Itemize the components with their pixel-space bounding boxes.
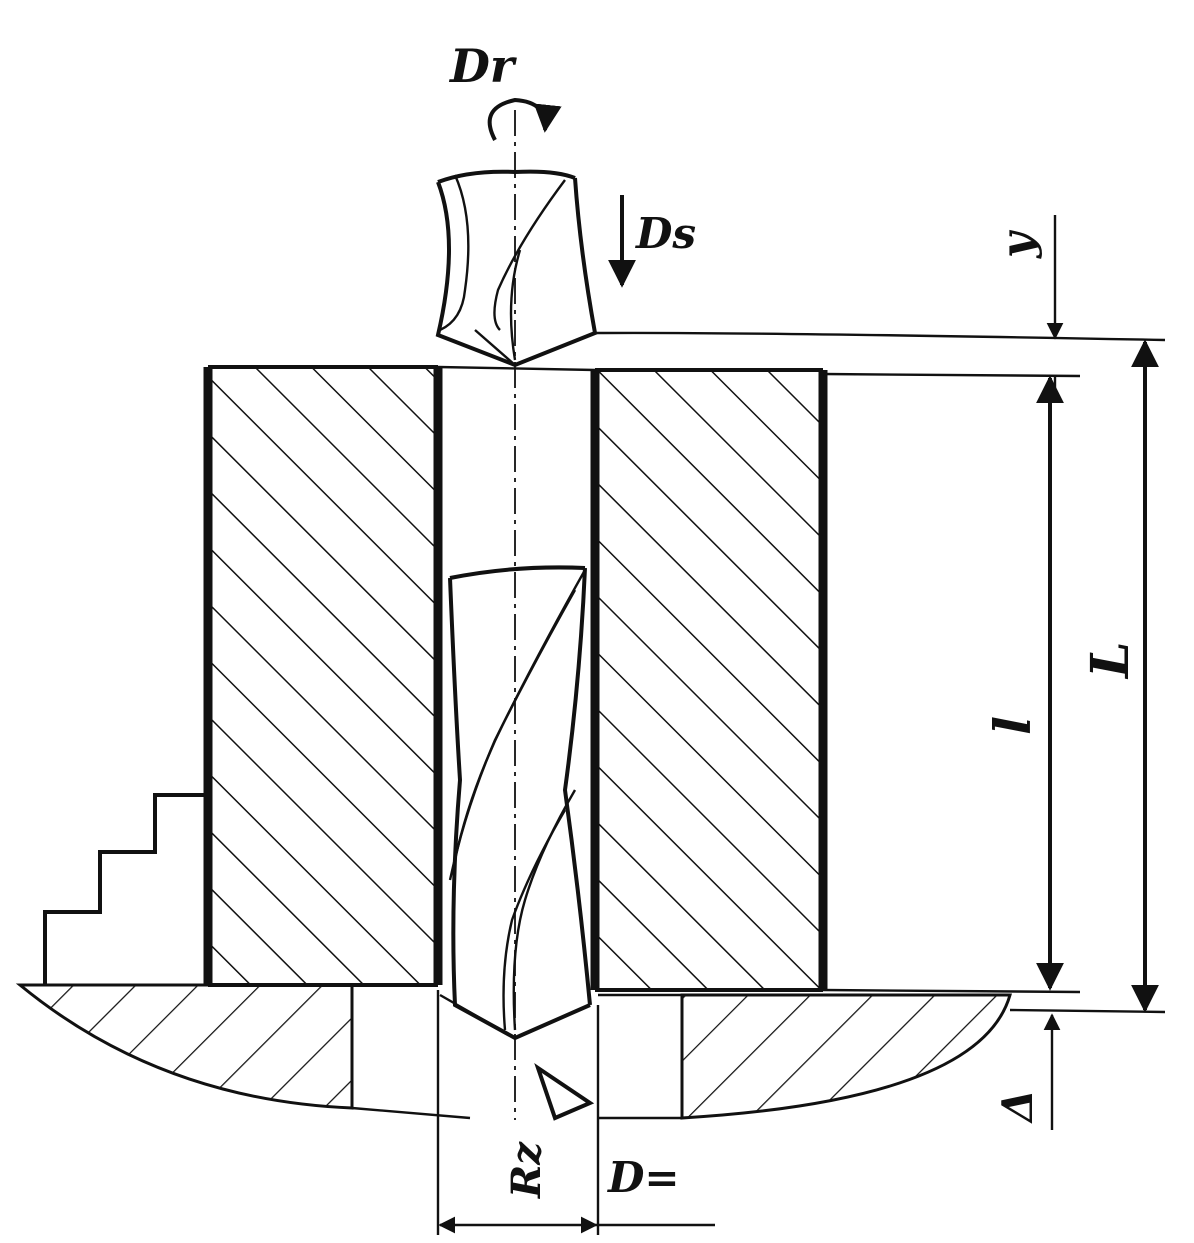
workpiece-left-wall bbox=[208, 367, 438, 985]
workpiece-right-wall bbox=[595, 370, 823, 990]
roughness-label: Rz bbox=[503, 1141, 550, 1199]
approach-label: y bbox=[992, 229, 1043, 259]
dimension-hole-length: l bbox=[983, 375, 1064, 991]
hole-length-label: l bbox=[983, 716, 1042, 735]
feed-label: Ds bbox=[635, 209, 696, 258]
total-length-label: L bbox=[1080, 641, 1141, 680]
base-left-section bbox=[15, 983, 354, 1110]
diameter-label: D= bbox=[607, 1153, 680, 1202]
dimension-approach: y bbox=[992, 215, 1064, 398]
dimension-overrun: Δ bbox=[993, 1013, 1061, 1130]
rotation-arrow bbox=[487, 97, 562, 141]
rotation-label: Dr bbox=[448, 39, 518, 93]
dimension-total-length: L bbox=[1080, 339, 1159, 1013]
drill-bit-in-hole bbox=[439, 565, 592, 1041]
base-right-section bbox=[680, 993, 1012, 1120]
dimension-diameter: D= bbox=[438, 1153, 715, 1234]
stepped-support bbox=[43, 793, 205, 985]
drill-bit-top bbox=[435, 169, 598, 368]
workpiece bbox=[203, 365, 828, 992]
roughness-symbol: Rz bbox=[503, 1063, 595, 1199]
overrun-label: Δ bbox=[993, 1089, 1042, 1124]
